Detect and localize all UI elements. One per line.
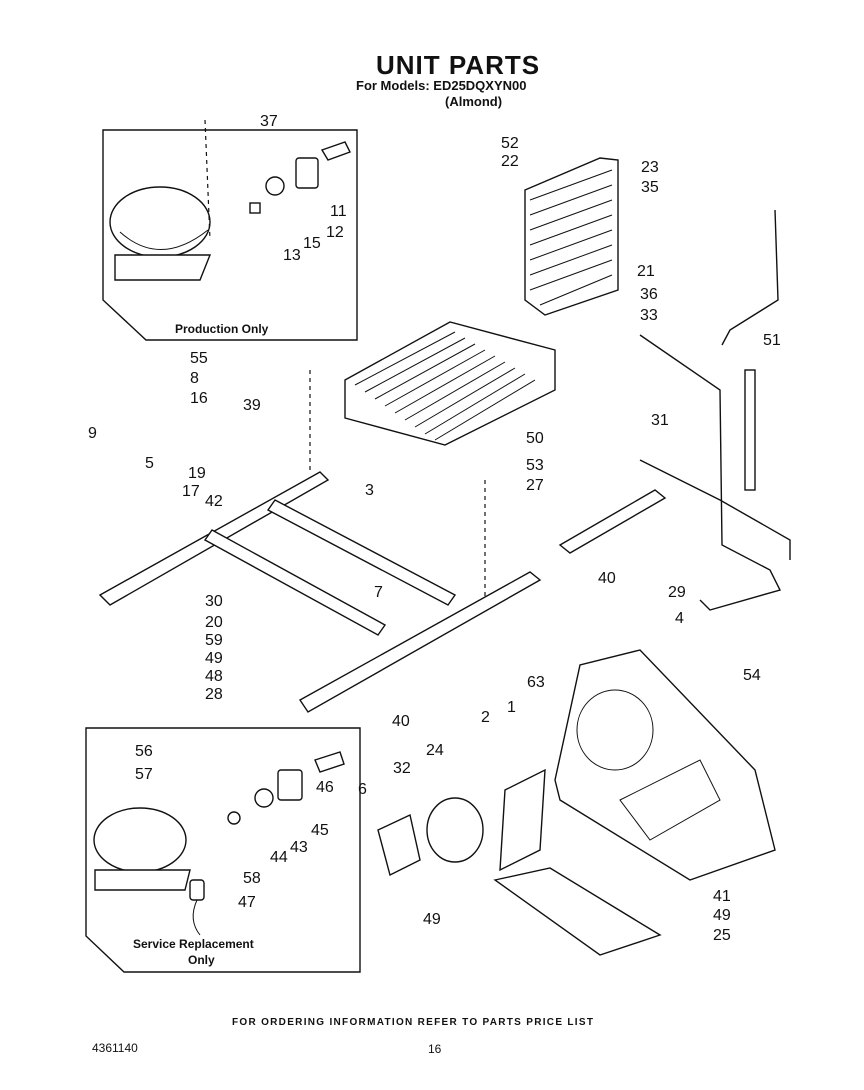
callout: 42 [205, 493, 223, 510]
callout-numbers: 37 52 22 23 35 11 15 12 13 21 36 33 51 5… [88, 113, 781, 944]
callout: 49 [423, 911, 441, 928]
condenser-coil [524, 157, 619, 316]
callout: 37 [260, 113, 278, 130]
callout: 44 [270, 849, 288, 866]
service-replacement-label: Service Replacement [133, 937, 254, 951]
callout: 51 [763, 332, 781, 349]
machine-base [554, 649, 776, 881]
callout: 7 [374, 584, 383, 601]
callout: 13 [283, 247, 301, 264]
tubing [639, 209, 791, 611]
page-number: 16 [428, 1042, 442, 1056]
drier [558, 489, 667, 554]
relay-group-production [249, 141, 351, 214]
callout: 43 [290, 839, 308, 856]
callout: 19 [188, 465, 206, 482]
models-line: For Models: ED25DQXYN00 [356, 78, 527, 93]
callout: 4 [675, 610, 684, 627]
callout: 33 [640, 307, 658, 324]
callout: 47 [238, 894, 256, 911]
callout: 56 [135, 743, 153, 760]
ordering-note: FOR ORDERING INFORMATION REFER TO PARTS … [232, 1017, 595, 1028]
callout: 1 [507, 699, 516, 716]
callout: 48 [205, 668, 223, 685]
callout: 16 [190, 390, 208, 407]
callout: 39 [243, 397, 261, 414]
callout: 15 [303, 235, 321, 252]
callout: 21 [637, 263, 655, 280]
callout: 57 [135, 766, 153, 783]
callout: 45 [311, 822, 329, 839]
callout: 55 [190, 350, 208, 367]
callout: 35 [641, 179, 659, 196]
callout: 9 [88, 425, 97, 442]
evaporator-coil [344, 321, 556, 446]
callout: 59 [205, 632, 223, 649]
callout: 23 [641, 159, 659, 176]
page-title: UNIT PARTS [376, 50, 541, 80]
callout: 41 [713, 888, 731, 905]
callout: 11 [330, 203, 347, 220]
callout: 27 [526, 477, 544, 494]
callout: 17 [182, 483, 200, 500]
callout: 5 [145, 455, 154, 472]
production-only-label: Production Only [175, 322, 269, 336]
callout: 2 [481, 709, 490, 726]
callout: 3 [365, 482, 374, 499]
callout: 52 [501, 135, 519, 152]
callout: 46 [316, 779, 334, 796]
callout: 31 [651, 412, 669, 429]
frame-rails [98, 370, 542, 713]
callout: 8 [190, 370, 199, 387]
callout: 36 [640, 286, 658, 303]
callout: 24 [426, 742, 444, 759]
callout: 6 [358, 781, 367, 798]
drain-pan [493, 867, 662, 956]
relay-group-service [227, 751, 345, 825]
callout: 40 [598, 570, 616, 587]
callout: 53 [526, 457, 544, 474]
callout: 49 [205, 650, 223, 667]
callout: 28 [205, 686, 223, 703]
callout: 50 [526, 430, 544, 447]
callout: 58 [243, 870, 261, 887]
callout: 20 [205, 614, 223, 631]
service-only-label: Only [188, 953, 215, 967]
callout: 54 [743, 667, 761, 684]
service-replacement-box [85, 727, 361, 973]
callout: 32 [393, 760, 411, 777]
callout: 30 [205, 593, 223, 610]
production-only-box [102, 129, 358, 341]
color-line: (Almond) [445, 94, 503, 109]
callout: 40 [392, 713, 410, 730]
compressor-production [109, 119, 212, 281]
callout: 63 [527, 674, 545, 691]
callout: 22 [501, 153, 519, 170]
callout: 12 [326, 224, 344, 241]
document-number: 4361140 [92, 1041, 138, 1055]
callout: 49 [713, 907, 731, 924]
callout: 25 [713, 927, 731, 944]
compressor-service [93, 807, 205, 936]
fan-motor-assembly [377, 768, 546, 877]
callout: 29 [668, 584, 686, 601]
